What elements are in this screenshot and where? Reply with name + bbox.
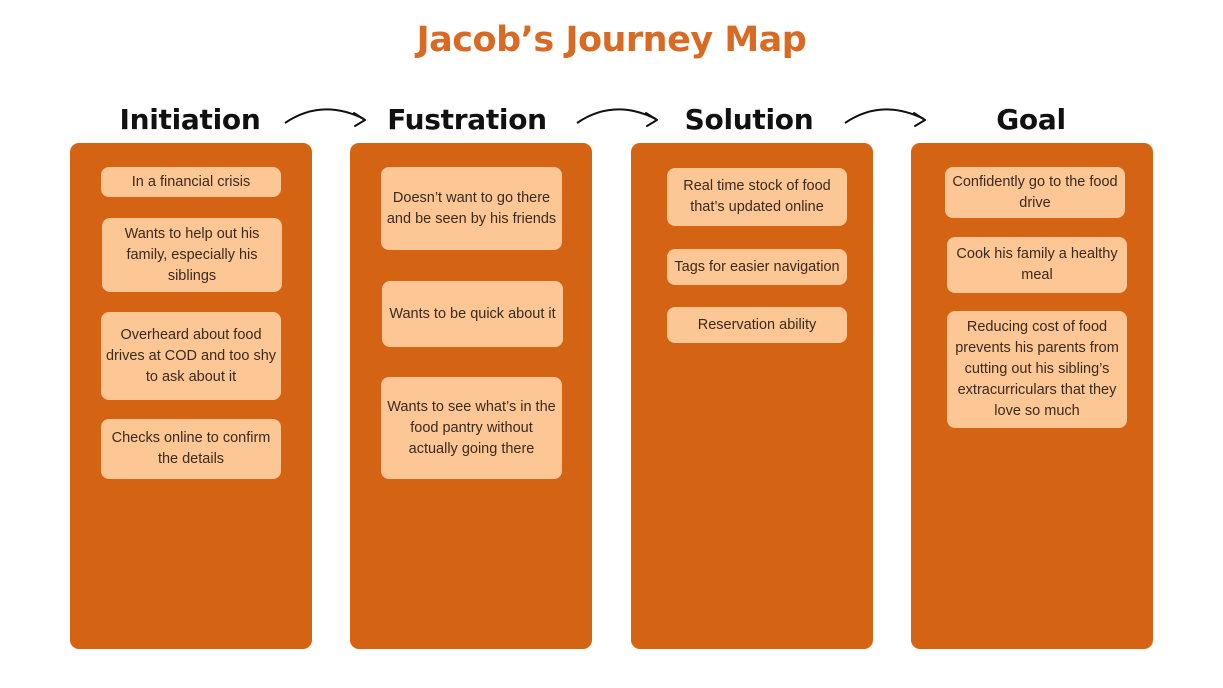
journey-card: Real time stock of food that’s updated o… xyxy=(667,168,847,226)
journey-card: Wants to see what’s in the food pantry w… xyxy=(381,377,562,479)
journey-card: Doesn’t want to go there and be seen by … xyxy=(381,167,562,250)
journey-card: Reservation ability xyxy=(667,307,847,343)
journey-card: Tags for easier navigation xyxy=(667,249,847,285)
stage-heading-goal: Goal xyxy=(996,103,1066,136)
stage-heading-fustration: Fustration xyxy=(387,103,547,136)
arrow-right-icon xyxy=(576,108,658,127)
journey-card: Overheard about food drives at COD and t… xyxy=(101,312,281,400)
journey-card: Wants to be quick about it xyxy=(382,281,563,347)
stage-heading-initiation: Initiation xyxy=(119,103,261,136)
arrow-right-icon xyxy=(844,108,926,127)
arrow-right-icon xyxy=(284,108,366,127)
journey-card: Wants to help out his family, especially… xyxy=(102,218,282,292)
journey-card: Confidently go to the food drive xyxy=(945,167,1125,218)
stage-column-initiation: In a financial crisis Wants to help out … xyxy=(70,143,312,649)
stage-column-goal: Confidently go to the food drive Cook hi… xyxy=(911,143,1153,649)
journey-card: Cook his family a healthy meal xyxy=(947,237,1127,293)
page-title: Jacob’s Journey Map xyxy=(416,20,807,60)
journey-card: Checks online to confirm the details xyxy=(101,419,281,479)
journey-card: In a financial crisis xyxy=(101,167,281,197)
stage-column-fustration: Doesn’t want to go there and be seen by … xyxy=(350,143,592,649)
journey-card: Reducing cost of food prevents his paren… xyxy=(947,311,1127,428)
stage-heading-solution: Solution xyxy=(684,103,814,136)
stage-column-solution: Real time stock of food that’s updated o… xyxy=(631,143,873,649)
